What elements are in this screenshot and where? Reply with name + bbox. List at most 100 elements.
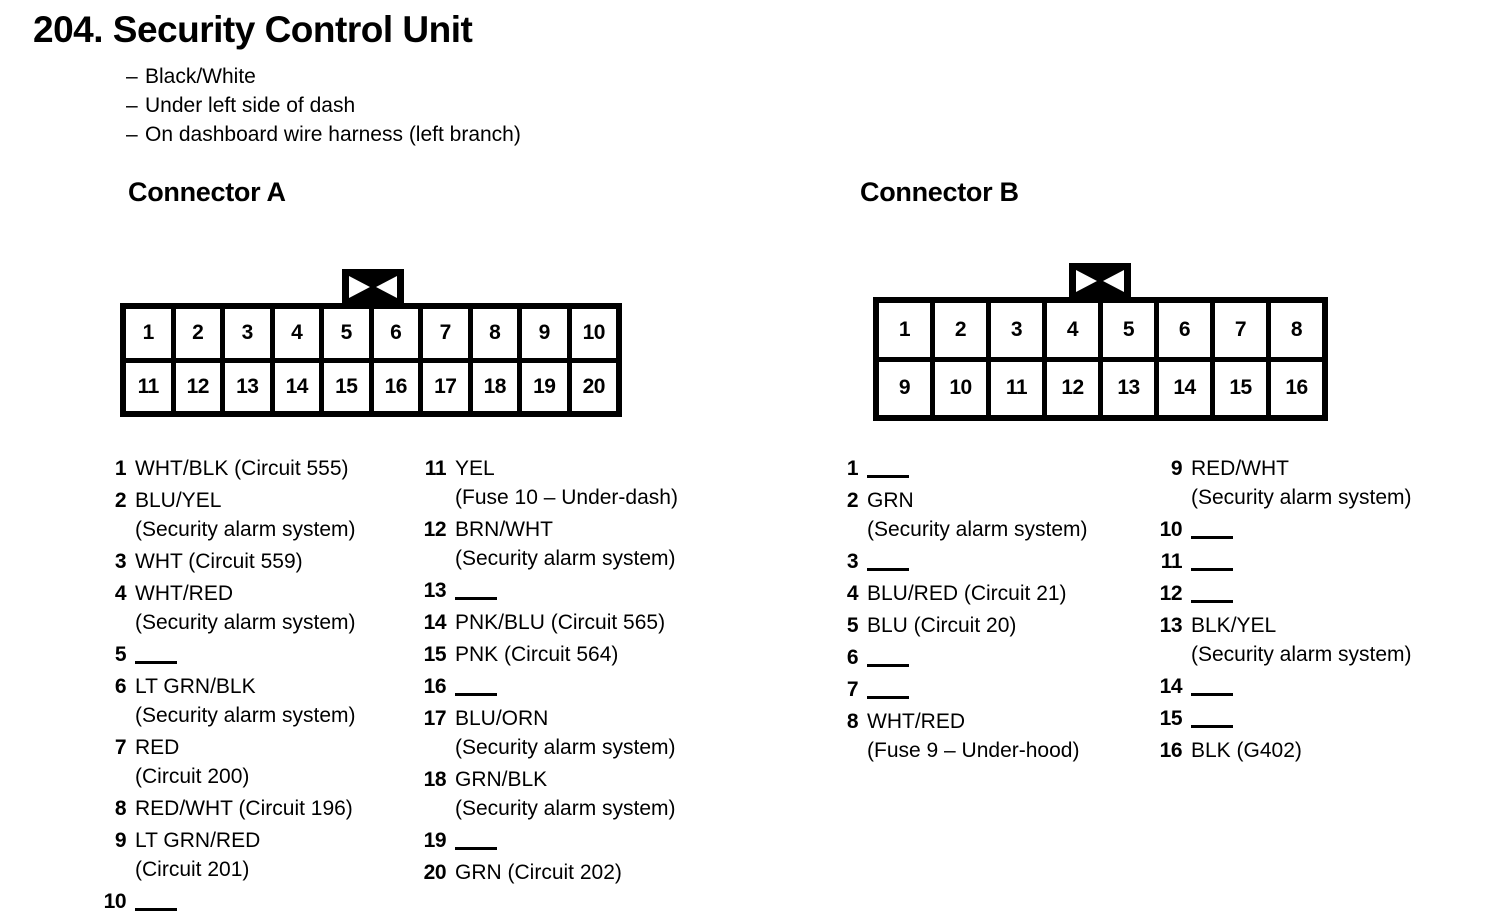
pin-description: PNK (Circuit 564) (446, 640, 736, 669)
pin-cell-19: 19 (522, 362, 567, 411)
pin-number: 16 (423, 675, 447, 698)
pin-circuit-note: (Circuit 200) (135, 765, 250, 788)
pin-cell-1: 1 (126, 309, 171, 358)
pin-number: 15 (1159, 707, 1183, 730)
pin-wire-color: GRN (Circuit 202) (455, 861, 622, 884)
pin-entry-3: 3 WHT (Circuit 559) (96, 547, 416, 576)
pin-wire-color: WHT/RED (867, 710, 965, 733)
pin-entry-8: 8 RED/WHT (Circuit 196) (96, 794, 416, 823)
unit-detail-line: –Black/White (126, 62, 521, 91)
pin-entry-13: 13 (416, 576, 736, 605)
unit-detail-text: Black/White (145, 65, 256, 88)
pin-cell-18: 18 (472, 362, 517, 411)
pin-cell-15: 15 (324, 362, 369, 411)
pin-cell-13: 13 (1103, 361, 1154, 415)
pin-cell-7: 7 (423, 309, 468, 358)
pin-entry-7: 7 RED (Circuit 200) (96, 733, 416, 791)
pin-wire-color: RED (135, 736, 180, 759)
pin-wire-color: WHT/BLK (Circuit 555) (135, 457, 349, 480)
pin-description (446, 576, 736, 605)
pin-description (126, 887, 416, 916)
pin-description: WHT (Circuit 559) (126, 547, 416, 576)
pin-entry-12: 12 (1152, 579, 1482, 608)
pin-description (858, 454, 1158, 483)
pin-description: GRN(Security alarm system) (858, 486, 1158, 544)
pin-unused-dash-icon (867, 474, 909, 478)
pin-cell-14: 14 (274, 362, 319, 411)
pin-entry-15: 15 (1152, 704, 1482, 733)
pin-cell-16: 16 (1271, 361, 1322, 415)
pin-cell-11: 11 (991, 361, 1042, 415)
pin-circuit-note: (Security alarm system) (455, 797, 676, 820)
pin-unused-dash-icon (867, 695, 909, 699)
pin-wire-color: BLU/YEL (135, 489, 222, 512)
pin-unused-dash-icon (135, 907, 177, 911)
pin-number: 8 (114, 797, 127, 820)
pin-cell-10: 10 (571, 309, 616, 358)
pin-cell-11: 11 (126, 362, 171, 411)
pin-cell-8: 8 (1271, 303, 1322, 357)
pin-number: 11 (1160, 550, 1183, 573)
pin-cell-2: 2 (175, 309, 220, 358)
pin-unused-dash-icon (455, 692, 497, 696)
pin-wire-color: GRN (867, 489, 914, 512)
pin-wire-color: WHT (Circuit 559) (135, 550, 303, 573)
pin-cell-5: 5 (324, 309, 369, 358)
pin-cell-4: 4 (1047, 303, 1098, 357)
pin-unused-dash-icon (867, 663, 909, 667)
pin-number: 7 (114, 736, 127, 759)
pin-number: 9 (114, 829, 127, 852)
pin-wire-color: PNK (Circuit 564) (455, 643, 619, 666)
pin-entry-6: 6 (828, 643, 1158, 672)
pin-wire-color: BLU/ORN (455, 707, 549, 730)
pin-circuit-note: (Security alarm system) (455, 736, 676, 759)
pin-circuit-note: (Security alarm system) (1191, 486, 1412, 509)
pin-wire-color: BLU (Circuit 20) (867, 614, 1017, 637)
pin-number: 2 (114, 489, 127, 512)
pin-entry-1: 1 (828, 454, 1158, 483)
pin-cell-13: 13 (225, 362, 270, 411)
pin-number: 6 (846, 646, 859, 669)
pin-description (1182, 579, 1482, 608)
pin-wire-color: BLK/YEL (1191, 614, 1277, 637)
pin-cell-14: 14 (1159, 361, 1210, 415)
pin-number: 10 (103, 890, 127, 913)
unit-detail-line: –Under left side of dash (126, 91, 521, 120)
pin-wire-color: RED/WHT (1191, 457, 1289, 480)
connector-locking-tab-icon (342, 269, 404, 305)
pin-cell-17: 17 (423, 362, 468, 411)
pin-number: 3 (114, 550, 127, 573)
unit-detail-text: Under left side of dash (145, 94, 356, 117)
pin-description: LT GRN/BLK(Security alarm system) (126, 672, 416, 730)
pin-cell-12: 12 (1047, 361, 1098, 415)
pin-cell-3: 3 (225, 309, 270, 358)
pin-description: RED/WHT (Circuit 196) (126, 794, 416, 823)
pin-description: GRN (Circuit 202) (446, 858, 736, 887)
pin-wire-color: RED/WHT (Circuit 196) (135, 797, 353, 820)
pin-cell-2: 2 (935, 303, 986, 357)
pin-unused-dash-icon (1191, 724, 1233, 728)
pin-cell-10: 10 (935, 361, 986, 415)
pin-cell-9: 9 (522, 309, 567, 358)
pin-description: BLU/ORN (Security alarm system) (446, 704, 736, 762)
pin-wire-color: LT GRN/BLK (135, 675, 256, 698)
pin-unused-dash-icon (1191, 535, 1233, 539)
pin-description (858, 547, 1158, 576)
pin-number: 13 (1159, 614, 1183, 637)
pin-description (446, 826, 736, 855)
pin-circuit-note: (Fuse 9 – Under-hood) (867, 739, 1080, 762)
